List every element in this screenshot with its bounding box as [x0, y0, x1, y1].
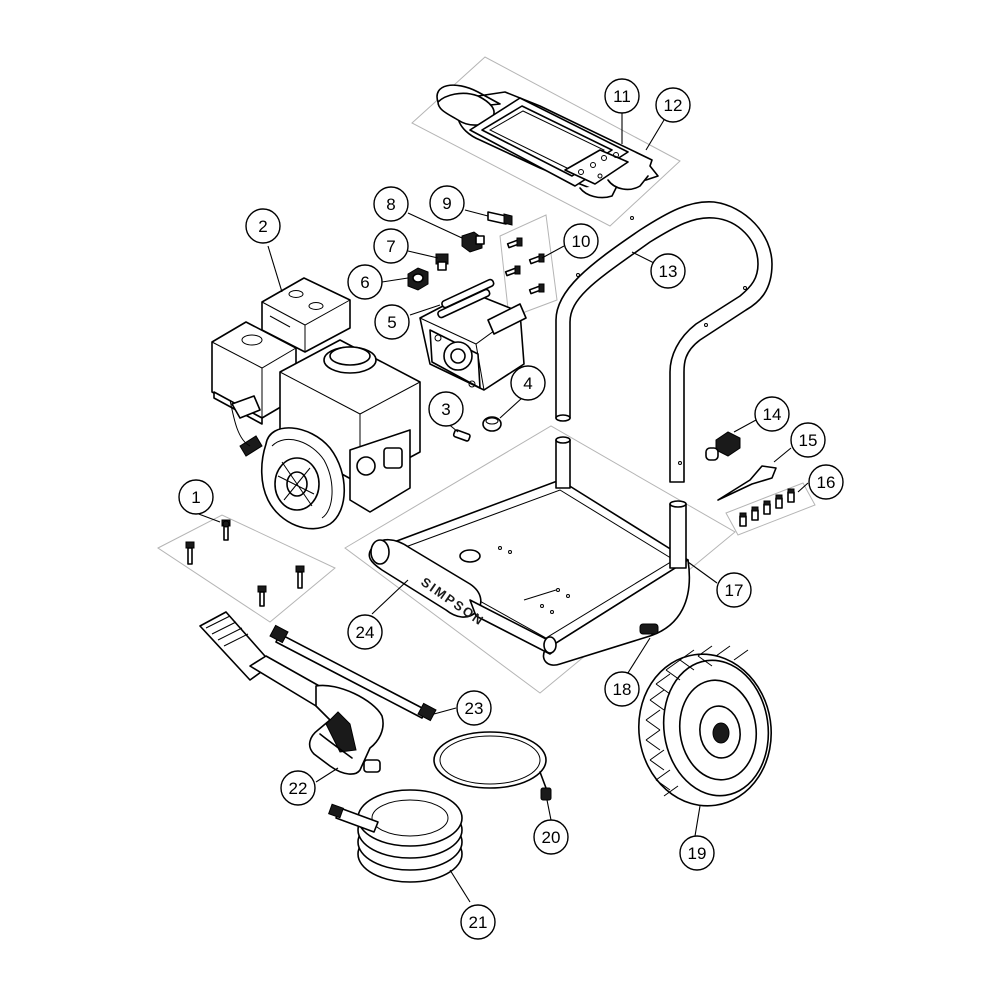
callout-14: 14	[754, 396, 790, 432]
wheel	[637, 645, 773, 807]
pin	[717, 465, 777, 501]
svg-text:22: 22	[289, 779, 308, 798]
svg-text:21: 21	[469, 913, 488, 932]
callout-18: 18	[604, 671, 640, 707]
callout-6: 6	[347, 264, 383, 300]
svg-text:13: 13	[659, 262, 678, 281]
control-panel-group-outline	[411, 56, 681, 227]
callout-1: 1	[178, 479, 214, 515]
svg-text:2: 2	[258, 217, 267, 236]
svg-text:6: 6	[360, 273, 369, 292]
svg-text:12: 12	[664, 96, 683, 115]
svg-text:3: 3	[441, 400, 450, 419]
svg-text:16: 16	[817, 473, 836, 492]
outlet-nipple	[487, 211, 513, 226]
callout-13: 13	[650, 253, 686, 289]
svg-text:8: 8	[386, 195, 395, 214]
wheel-hub-nut	[705, 431, 741, 461]
pump-key	[452, 429, 471, 442]
pump-screws-group-outline	[499, 214, 558, 319]
callout-10: 10	[563, 223, 599, 259]
svg-text:1: 1	[191, 488, 200, 507]
svg-text:7: 7	[386, 237, 395, 256]
hose-coupler	[433, 731, 552, 801]
callout-20: 20	[533, 819, 569, 855]
svg-text:23: 23	[465, 699, 484, 718]
inlet-nut	[407, 267, 429, 291]
high-pressure-hose	[328, 789, 463, 883]
pump	[419, 278, 527, 391]
svg-text:4: 4	[523, 374, 532, 393]
engine	[211, 277, 421, 530]
bolts-group-outline	[157, 514, 336, 623]
svg-text:10: 10	[572, 232, 591, 251]
callout-3: 3	[428, 391, 464, 427]
svg-text:14: 14	[763, 405, 782, 424]
callout-9: 9	[429, 185, 465, 221]
handle-grip	[368, 538, 557, 655]
callout-7: 7	[373, 228, 409, 264]
frame-group-outline	[344, 425, 736, 694]
nozzle-set	[739, 488, 795, 527]
callout-24: 24	[347, 614, 383, 650]
callout-4: 4	[510, 365, 546, 401]
pump-cap	[482, 416, 502, 432]
callout-5: 5	[374, 304, 410, 340]
callout-17: 17	[716, 572, 752, 608]
pump-screws	[504, 237, 545, 295]
svg-text:5: 5	[387, 313, 396, 332]
svg-text:9: 9	[442, 194, 451, 213]
callout-16: 16	[808, 464, 844, 500]
svg-text:24: 24	[356, 623, 375, 642]
callout-22: 22	[280, 770, 316, 806]
nozzle-group-outline	[725, 482, 816, 536]
callout-2: 2	[245, 208, 281, 244]
callout-8: 8	[373, 186, 409, 222]
callout-11: 11	[604, 78, 640, 114]
callout-19: 19	[679, 835, 715, 871]
outlet-fitting	[461, 231, 485, 253]
svg-text:17: 17	[725, 581, 744, 600]
spray-gun	[199, 611, 384, 775]
svg-text:19: 19	[688, 844, 707, 863]
svg-text:18: 18	[613, 680, 632, 699]
lance	[269, 624, 437, 722]
svg-text:20: 20	[542, 828, 561, 847]
callout-12: 12	[655, 87, 691, 123]
svg-text:11: 11	[613, 87, 631, 106]
svg-text:15: 15	[799, 431, 818, 450]
callout-23: 23	[456, 690, 492, 726]
callout-15: 15	[790, 422, 826, 458]
engine-mounting-bolts	[185, 519, 305, 607]
control-panel	[436, 84, 659, 199]
inlet-fitting	[435, 253, 449, 271]
handle	[555, 201, 773, 483]
callout-21: 21	[460, 904, 496, 940]
frame	[377, 436, 691, 666]
